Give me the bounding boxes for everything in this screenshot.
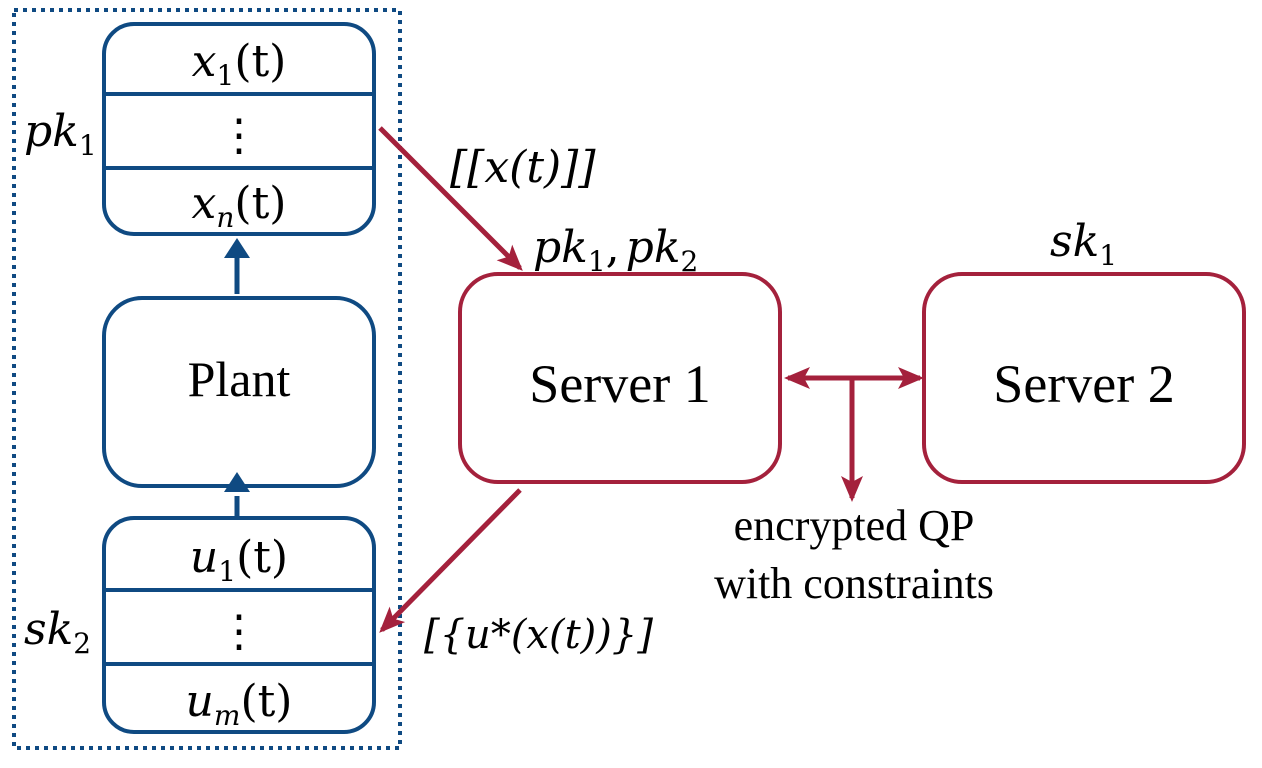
- encrypted-state-label: [[x(t)]]: [450, 142, 596, 193]
- input-first-entry: u1(t): [190, 532, 288, 588]
- state-last-entry: xn(t): [192, 178, 287, 234]
- state-first-entry: x1(t): [192, 36, 287, 92]
- qp-label-line1: encrypted QP: [734, 501, 975, 550]
- secret-key-label-sk2: sk2: [24, 604, 91, 660]
- server1-box: Server 1: [458, 272, 782, 484]
- secret-key-label-sk1: sk1: [1050, 216, 1117, 272]
- encrypted-input-arrow: [379, 488, 522, 633]
- public-key-label-pk1: pk1: [24, 106, 97, 162]
- server2-label: Server 2: [993, 354, 1174, 414]
- server2-box: Server 2: [922, 272, 1246, 484]
- server1-keys-label: pk1,pk2: [533, 222, 698, 278]
- input-last-entry: um(t): [186, 676, 293, 732]
- client-frame: [12, 8, 402, 750]
- input-vector-box: u1(t) ⋮ um(t): [102, 516, 376, 734]
- state-vector-box: x1(t) ⋮ xn(t): [102, 22, 376, 236]
- state-ellipsis: ⋮: [217, 111, 261, 160]
- encrypted-input-label: [{u*(x(t))}]: [424, 612, 653, 658]
- plant-box: Plant: [102, 296, 376, 488]
- input-ellipsis: ⋮: [217, 607, 261, 656]
- qp-label-line2: with constraints: [714, 559, 994, 608]
- plant-label: Plant: [188, 351, 291, 407]
- encrypted-state-arrow: [378, 126, 523, 271]
- server1-label: Server 1: [529, 354, 710, 414]
